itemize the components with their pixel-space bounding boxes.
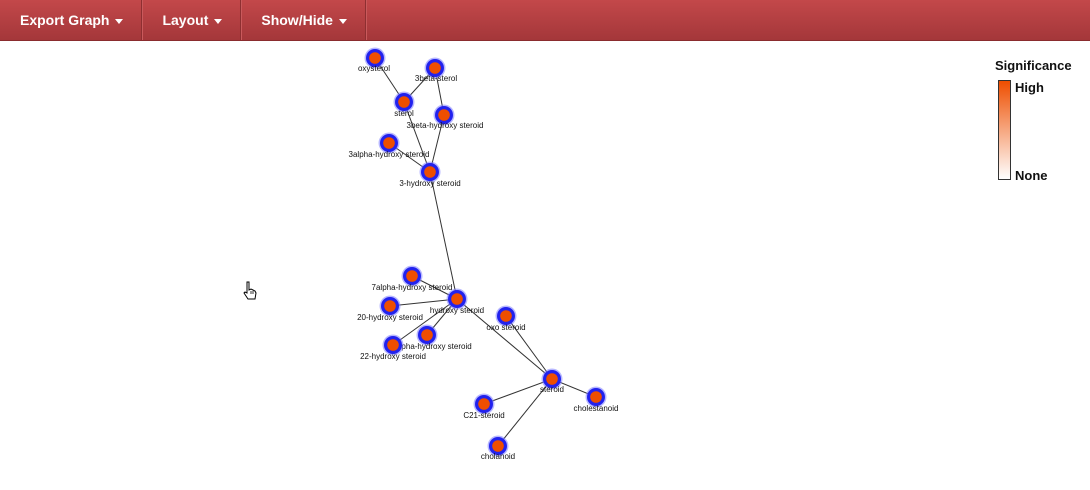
node-core — [478, 398, 490, 410]
graph-edge — [483, 378, 553, 405]
node-label: sterol — [394, 109, 414, 118]
export-graph-label: Export Graph — [20, 12, 110, 28]
caret-down-icon — [338, 18, 347, 24]
legend-title: Significance — [995, 58, 1072, 73]
node-label: cholestanoid — [574, 404, 619, 413]
graph-node-7alpha-hydroxy-steroid[interactable]: 7alpha-hydroxy steroid — [372, 265, 453, 293]
node-core — [492, 440, 504, 452]
node-label: cholanoid — [481, 452, 515, 461]
graph-edge — [497, 378, 553, 447]
node-label: 22-hydroxy steroid — [360, 352, 426, 361]
graph-node-oxo-steroid[interactable]: oxo steroid — [486, 305, 526, 333]
node-core — [590, 391, 602, 403]
hand-pointer-icon — [243, 281, 257, 300]
graph-edge — [456, 298, 553, 380]
node-label: 3alpha-hydroxy steroid — [349, 150, 430, 159]
graph-node-3-hydroxy-steroid[interactable]: 3-hydroxy steroid — [399, 161, 461, 189]
node-core — [384, 300, 396, 312]
toolbar: Export Graph Layout Show/Hide — [0, 0, 1090, 41]
show-hide-menu[interactable]: Show/Hide — [241, 0, 366, 40]
node-label: hydroxy steroid — [430, 306, 484, 315]
export-graph-menu[interactable]: Export Graph — [0, 0, 143, 40]
graph-node-C21-steroid[interactable]: C21-steroid — [463, 393, 505, 421]
caret-down-icon — [115, 18, 124, 24]
graph-node-sterol[interactable]: sterol — [393, 91, 415, 119]
graph-node-cholestanoid[interactable]: cholestanoid — [574, 386, 619, 414]
show-hide-label: Show/Hide — [261, 12, 333, 28]
node-core — [438, 109, 450, 121]
node-label: oxo steroid — [486, 323, 525, 332]
graph-edge — [505, 315, 553, 380]
graph-node-hydroxy-steroid[interactable]: hydroxy steroid — [430, 288, 484, 316]
graph-node-3beta-sterol[interactable]: 3beta-sterol — [415, 57, 457, 84]
legend-none-label: None — [1015, 168, 1048, 183]
nodes-layer: oxysterol 3beta-sterol sterol 3beta-hydroxy… — [349, 47, 619, 462]
graph-edge — [389, 298, 458, 307]
graph-node-12alpha-hydroxy-steroid[interactable]: 12alpha-hydroxy steroid — [386, 324, 472, 352]
graph-node-3alpha-hydroxy-steroid[interactable]: 3alpha-hydroxy steroid — [349, 132, 430, 160]
legend-color-bar — [998, 80, 1011, 180]
node-label: 12alpha-hydroxy steroid — [386, 342, 471, 351]
graph-edge — [429, 171, 458, 300]
graph-node-steroid[interactable]: steroid — [540, 368, 564, 395]
graph-edge — [403, 101, 431, 173]
node-label: 7alpha-hydroxy steroid — [372, 283, 453, 292]
node-core — [398, 96, 410, 108]
significance-legend: Significance High None — [990, 58, 1085, 188]
node-label: 3beta-hydroxy steroid — [407, 121, 484, 130]
layout-menu[interactable]: Layout — [142, 0, 242, 40]
layout-label: Layout — [162, 12, 209, 28]
node-label: steroid — [540, 385, 564, 394]
node-core — [546, 373, 558, 385]
node-core — [451, 293, 463, 305]
node-core — [429, 62, 441, 74]
graph-node-22-hydroxy-steroid[interactable]: 22-hydroxy steroid — [360, 334, 426, 362]
node-core — [421, 329, 433, 341]
node-label: C21-steroid — [463, 411, 504, 420]
node-label: 3beta-sterol — [415, 74, 457, 83]
node-core — [424, 166, 436, 178]
node-core — [383, 137, 395, 149]
legend-high-label: High — [1015, 80, 1044, 95]
graph-node-3beta-hydroxy-steroid[interactable]: 3beta-hydroxy steroid — [407, 104, 484, 131]
caret-down-icon — [214, 18, 223, 24]
node-core — [387, 339, 399, 351]
node-label: 3-hydroxy steroid — [399, 179, 460, 188]
node-label: oxysterol — [358, 64, 390, 73]
node-label: 20-hydroxy steroid — [357, 313, 423, 322]
network-graph[interactable]: oxysterol 3beta-sterol sterol 3beta-hydroxy… — [0, 41, 1090, 490]
node-core — [406, 270, 418, 282]
node-core — [500, 310, 512, 322]
graph-edge — [392, 298, 458, 346]
node-core — [369, 52, 381, 64]
graph-node-20-hydroxy-steroid[interactable]: 20-hydroxy steroid — [357, 295, 423, 323]
graph-node-cholanoid[interactable]: cholanoid — [481, 435, 515, 462]
graph-node-oxysterol[interactable]: oxysterol — [358, 47, 390, 74]
